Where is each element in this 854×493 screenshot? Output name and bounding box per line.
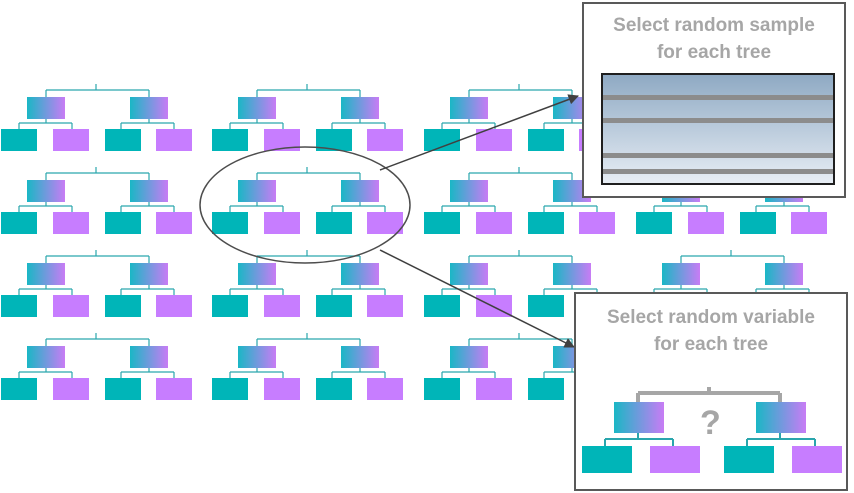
tree-leaf-teal bbox=[724, 446, 774, 473]
tree-leaf-purple bbox=[650, 446, 700, 473]
tree-leaf-teal bbox=[316, 129, 352, 151]
tree-node-parent bbox=[765, 263, 803, 285]
tree-node-parent bbox=[27, 97, 65, 119]
tree-node-parent bbox=[130, 263, 168, 285]
variable-tree-graphic bbox=[582, 387, 842, 473]
tree-leaf-teal bbox=[528, 295, 564, 317]
variable-callout: Select random variable for each tree ? bbox=[574, 292, 848, 491]
tree-node-parent bbox=[450, 346, 488, 368]
tree-leaf-purple bbox=[264, 378, 300, 400]
tree-node-parent bbox=[27, 346, 65, 368]
tree-leaf-teal bbox=[212, 212, 248, 234]
tree-node-parent bbox=[130, 97, 168, 119]
tree-leaf-purple bbox=[53, 129, 89, 151]
question-mark: ? bbox=[700, 404, 721, 442]
tree-node-parent bbox=[553, 263, 591, 285]
tree-leaf-purple bbox=[264, 295, 300, 317]
tree-leaf-purple bbox=[156, 295, 192, 317]
tree-leaf-purple bbox=[579, 212, 615, 234]
tree-leaf-purple bbox=[53, 378, 89, 400]
tree-leaf-teal bbox=[528, 212, 564, 234]
tree-leaf-purple bbox=[476, 129, 512, 151]
tree-leaf-teal bbox=[105, 378, 141, 400]
tree-leaf-teal bbox=[105, 295, 141, 317]
tree-node-parent bbox=[238, 263, 276, 285]
tree-leaf-teal bbox=[1, 378, 37, 400]
tree-leaf-teal bbox=[424, 212, 460, 234]
tree-leaf-purple bbox=[476, 212, 512, 234]
tree-node-parent bbox=[341, 180, 379, 202]
tree-node-parent bbox=[553, 180, 591, 202]
tree-leaf-teal bbox=[424, 295, 460, 317]
tree-leaf-teal bbox=[1, 295, 37, 317]
tree-leaf-teal bbox=[636, 212, 672, 234]
tree-node-parent bbox=[450, 263, 488, 285]
tree-leaf-teal bbox=[212, 129, 248, 151]
tree-node-parent bbox=[130, 180, 168, 202]
tree-node-parent bbox=[341, 346, 379, 368]
tree-leaf-teal bbox=[424, 129, 460, 151]
tree-leaf-teal bbox=[582, 446, 632, 473]
sample-callout: Select random sample for each tree bbox=[582, 2, 846, 198]
sample-row bbox=[603, 118, 833, 123]
tree-leaf-teal bbox=[316, 378, 352, 400]
tree-leaf-purple bbox=[156, 129, 192, 151]
sample-table-graphic bbox=[601, 73, 835, 185]
tree-leaf-purple bbox=[264, 212, 300, 234]
tree-leaf-purple bbox=[53, 212, 89, 234]
tree-leaf-purple bbox=[156, 378, 192, 400]
sample-row bbox=[603, 169, 833, 174]
tree-node-parent bbox=[27, 180, 65, 202]
sample-callout-title: Select random sample for each tree bbox=[613, 15, 815, 63]
tree-leaf-teal bbox=[528, 378, 564, 400]
tree-leaf-purple bbox=[367, 212, 403, 234]
tree-leaf-teal bbox=[316, 295, 352, 317]
tree-leaf-purple bbox=[688, 212, 724, 234]
variable-callout-title: Select random variable for each tree bbox=[606, 307, 816, 355]
tree-leaf-teal bbox=[316, 212, 352, 234]
tree-leaf-teal bbox=[212, 378, 248, 400]
tree-leaf-teal bbox=[105, 129, 141, 151]
tree-leaf-purple bbox=[367, 378, 403, 400]
tree-leaf-purple bbox=[367, 129, 403, 151]
tree-leaf-teal bbox=[528, 129, 564, 151]
tree-node-parent bbox=[341, 97, 379, 119]
arrow-to-variable bbox=[379, 249, 575, 348]
sample-table bbox=[601, 73, 835, 185]
tree-leaf-purple bbox=[792, 446, 842, 473]
tree-node-parent bbox=[341, 263, 379, 285]
tree-leaf-purple bbox=[476, 378, 512, 400]
tree-node-parent bbox=[130, 346, 168, 368]
tree-node-parent bbox=[27, 263, 65, 285]
tree-node-parent bbox=[450, 97, 488, 119]
tree-node-parent bbox=[450, 180, 488, 202]
tree-leaf-teal bbox=[1, 129, 37, 151]
selection-ellipse bbox=[199, 146, 411, 264]
tree-leaf-teal bbox=[105, 212, 141, 234]
sample-row bbox=[603, 95, 833, 100]
tree-leaf-teal bbox=[424, 378, 460, 400]
tree-node-parent bbox=[614, 402, 664, 433]
tree-leaf-teal bbox=[212, 295, 248, 317]
tree-node-parent bbox=[756, 402, 806, 433]
sample-row bbox=[603, 153, 833, 158]
tree-leaf-purple bbox=[367, 295, 403, 317]
tree-leaf-purple bbox=[791, 212, 827, 234]
tree-node-parent bbox=[238, 346, 276, 368]
tree-leaf-purple bbox=[156, 212, 192, 234]
tree-leaf-purple bbox=[264, 129, 300, 151]
tree-leaf-teal bbox=[740, 212, 776, 234]
tree-node-parent bbox=[662, 263, 700, 285]
tree-leaf-purple bbox=[53, 295, 89, 317]
tree-node-parent bbox=[238, 180, 276, 202]
arrow-to-sample bbox=[379, 94, 579, 171]
tree-leaf-teal bbox=[1, 212, 37, 234]
tree-node-parent bbox=[238, 97, 276, 119]
